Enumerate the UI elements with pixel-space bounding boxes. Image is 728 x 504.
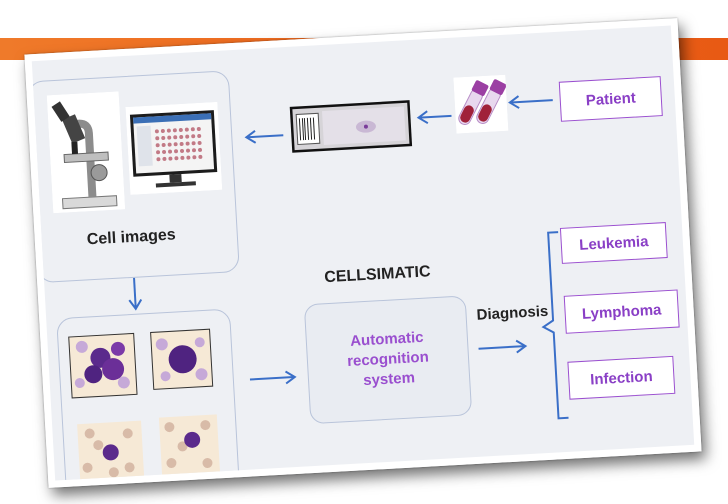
cell-images-caption: Cell images (86, 226, 177, 249)
arrow-analysis-to-system (249, 370, 297, 385)
diagnosis-bracket (541, 231, 569, 420)
cell-analysis-panel (56, 308, 241, 488)
outcome-label: Infection (589, 367, 654, 389)
slide-icon (289, 100, 413, 153)
arrow-acquisition-to-analysis (128, 277, 143, 311)
cellsimatic-brand: CELLSIMATIC (323, 263, 431, 287)
outcome-infection: Infection (567, 355, 676, 400)
system-line-2: recognition (346, 348, 430, 371)
cell-tile-2 (150, 328, 214, 390)
arrow-system-to-diagnosis (478, 339, 528, 354)
blood-cell-icon (155, 337, 208, 382)
cell-tile-1 (68, 332, 138, 399)
monitor-icon (125, 101, 223, 195)
recognition-system-box: Automatic recognition system (303, 295, 473, 425)
blood-cell-icon (82, 428, 135, 478)
cell-tile-3 (77, 420, 145, 483)
outcome-label: Lymphoma (581, 300, 662, 323)
workflow-card: Patient (24, 18, 702, 488)
acquisition-panel: Cell images (26, 70, 240, 284)
patient-label: Patient (585, 89, 637, 109)
blood-tubes-icon (453, 74, 509, 134)
diagnosis-label: Diagnosis (476, 302, 549, 324)
cell-tile-4 (158, 414, 221, 476)
arrow-patient-to-tubes (508, 95, 553, 109)
blood-cell-icon (74, 340, 130, 389)
blood-cell-icon (164, 420, 213, 469)
outcome-leukemia: Leukemia (559, 222, 668, 264)
arrow-slide-to-acquisition (244, 130, 284, 144)
microscope-icon (46, 91, 126, 214)
system-line-3: system (362, 369, 416, 390)
arrow-tubes-to-slide (416, 110, 452, 125)
outcome-label: Leukemia (578, 232, 649, 254)
outcome-lymphoma: Lymphoma (563, 289, 680, 334)
patient-box: Patient (558, 76, 663, 122)
